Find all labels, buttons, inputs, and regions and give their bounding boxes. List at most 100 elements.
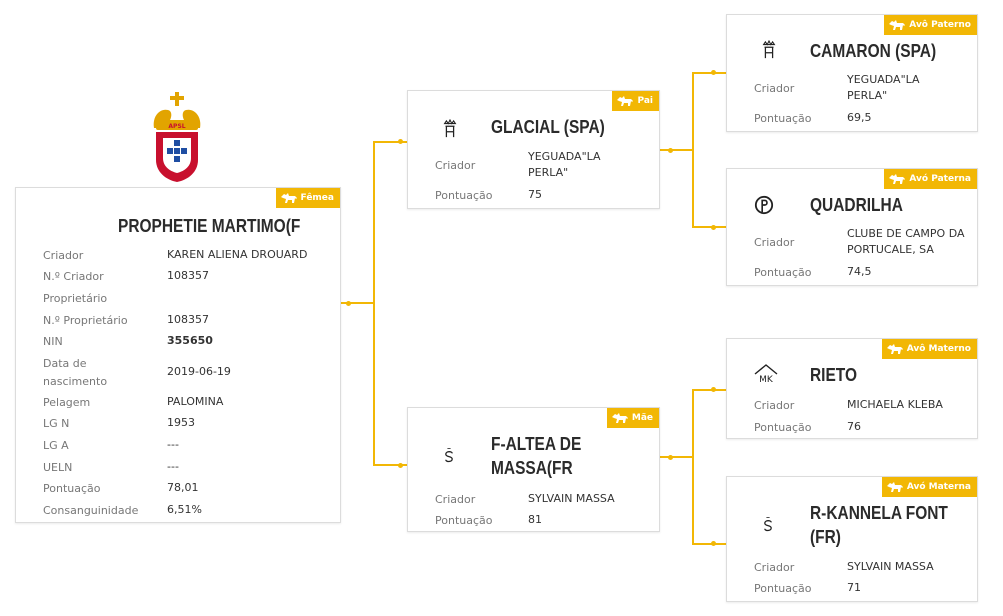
pontuacao-value: 69,5	[847, 111, 872, 124]
horse-icon	[611, 412, 629, 424]
field-value: ---	[167, 460, 179, 473]
connector-line	[659, 456, 694, 458]
stud-brand-s-icon	[445, 448, 453, 463]
pontuacao-label: Pontuação	[754, 421, 812, 434]
pontuacao-value: 71	[847, 581, 861, 594]
relation-badge: Pai	[612, 91, 659, 111]
field-value: 108357	[167, 269, 209, 282]
horse-icon	[888, 19, 906, 31]
svg-text:APSL: APSL	[168, 123, 185, 130]
connector-line	[692, 226, 726, 228]
field-value: PALOMINA	[167, 395, 224, 408]
stud-brand-mk-icon: MK	[753, 363, 779, 387]
connector-dot	[711, 541, 716, 546]
pontuacao-label: Pontuação	[754, 112, 812, 125]
horse-icon	[886, 343, 904, 355]
criador-value: YEGUADA"LA PERLA"	[847, 73, 920, 102]
field-value: ---	[167, 438, 179, 451]
connector-dot	[711, 225, 716, 230]
connector-line	[659, 149, 694, 151]
pontuacao-value: 76	[847, 420, 861, 433]
horse-name: R-KANNELA FONT (FR)	[810, 503, 948, 547]
connector-line	[692, 389, 726, 391]
maternal-grandmother-card[interactable]: Avó Materna R-KANNELA FONT (FR) Criador …	[726, 476, 978, 602]
connector-line	[692, 543, 726, 545]
relation-badge: Avô Materno	[881, 339, 977, 359]
horse-icon	[280, 192, 298, 204]
horse-name: GLACIAL (SPA)	[491, 117, 605, 137]
connector-line	[340, 302, 374, 304]
maternal-grandfather-card[interactable]: Avô Materno MK RIETO Criador MICHAELA KL…	[726, 338, 978, 439]
horse-icon	[886, 481, 904, 493]
field-value: 108357	[167, 313, 209, 326]
field-label: Consanguinidade	[43, 504, 139, 517]
relation-badge: Avô Paterno	[884, 15, 977, 35]
horse-icon	[888, 173, 906, 185]
connector-dot	[398, 463, 403, 468]
connector-line	[373, 464, 407, 466]
criador-value: CLUBE DE CAMPO DA PORTUCALE, SA	[847, 227, 965, 256]
horse-icon	[616, 95, 634, 107]
connector-dot	[711, 70, 716, 75]
connector-line	[692, 72, 694, 227]
horse-name: QUADRILHA	[810, 195, 903, 215]
stud-brand-crown-icon	[762, 40, 776, 59]
connector-dot	[668, 148, 673, 153]
field-label: NIN	[43, 335, 63, 348]
field-value: KAREN ALIENA DROUARD	[167, 248, 308, 261]
horse-name: PROPHETIE MARTIMO(F	[118, 216, 301, 236]
pontuacao-value: 75	[528, 188, 542, 201]
paternal-grandfather-card[interactable]: Avô Paterno CAMARON (SPA) Criador YEGUAD…	[726, 14, 978, 132]
criador-label: Criador	[754, 82, 795, 95]
criador-value: SYLVAIN MASSA	[528, 492, 615, 505]
field-label: Data de nascimento	[43, 357, 108, 388]
criador-value: SYLVAIN MASSA	[847, 560, 934, 573]
horse-name: F-ALTEA DE MASSA(FR	[491, 434, 582, 478]
field-label: Criador	[43, 249, 84, 262]
field-label: N.º Criador	[43, 270, 104, 283]
main-horse-card[interactable]: Fêmea PROPHETIE MARTIMO(F Criador KAREN …	[15, 187, 341, 523]
criador-value: MICHAELA KLEBA	[847, 398, 943, 411]
pontuacao-value: 74,5	[847, 265, 872, 278]
stud-brand-p-icon	[754, 195, 774, 215]
field-value: 1953	[167, 416, 195, 429]
connector-dot	[668, 455, 673, 460]
connector-line	[692, 389, 694, 544]
field-label: Proprietário	[43, 292, 108, 305]
field-label: Pontuação	[43, 482, 101, 495]
connector-dot	[711, 387, 716, 392]
pontuacao-value: 81	[528, 513, 542, 526]
sex-badge: Fêmea	[275, 188, 340, 208]
horse-name: CAMARON (SPA)	[810, 41, 937, 61]
field-label: Pelagem	[43, 396, 91, 409]
connector-dot	[346, 301, 351, 306]
field-label: LG N	[43, 417, 70, 430]
connector-line	[373, 141, 375, 465]
horse-name: RIETO	[810, 365, 858, 385]
connector-line	[373, 141, 407, 143]
stud-brand-s-icon	[764, 517, 772, 532]
criador-label: Criador	[754, 236, 795, 249]
pontuacao-label: Pontuação	[435, 514, 493, 527]
field-value: 78,01	[167, 481, 199, 494]
field-label: LG A	[43, 439, 69, 452]
paternal-grandmother-card[interactable]: Avó Paterna QUADRILHA Criador CLUBE DE C…	[726, 168, 978, 286]
criador-label: Criador	[435, 493, 476, 506]
field-label: UELN	[43, 461, 73, 474]
apsl-crest-logo: APSL	[153, 92, 201, 182]
stud-brand-crown-icon	[443, 119, 457, 138]
pontuacao-label: Pontuação	[435, 189, 493, 202]
relation-badge: Avó Materna	[881, 477, 977, 497]
nin-value: 355650	[167, 334, 213, 347]
criador-label: Criador	[754, 561, 795, 574]
field-value: 6,51%	[167, 503, 202, 516]
criador-label: Criador	[754, 399, 795, 412]
mother-card[interactable]: Mãe F-ALTEA DE MASSA(FR Criador SYLVAIN …	[407, 407, 660, 532]
field-label: N.º Proprietário	[43, 314, 128, 327]
pontuacao-label: Pontuação	[754, 266, 812, 279]
father-card[interactable]: Pai GLACIAL (SPA) Criador YEGUADA"LA PER…	[407, 90, 660, 209]
criador-value: YEGUADA"LA PERLA"	[528, 150, 601, 179]
criador-label: Criador	[435, 159, 476, 172]
connector-dot	[398, 139, 403, 144]
relation-badge: Avó Paterna	[884, 169, 977, 189]
